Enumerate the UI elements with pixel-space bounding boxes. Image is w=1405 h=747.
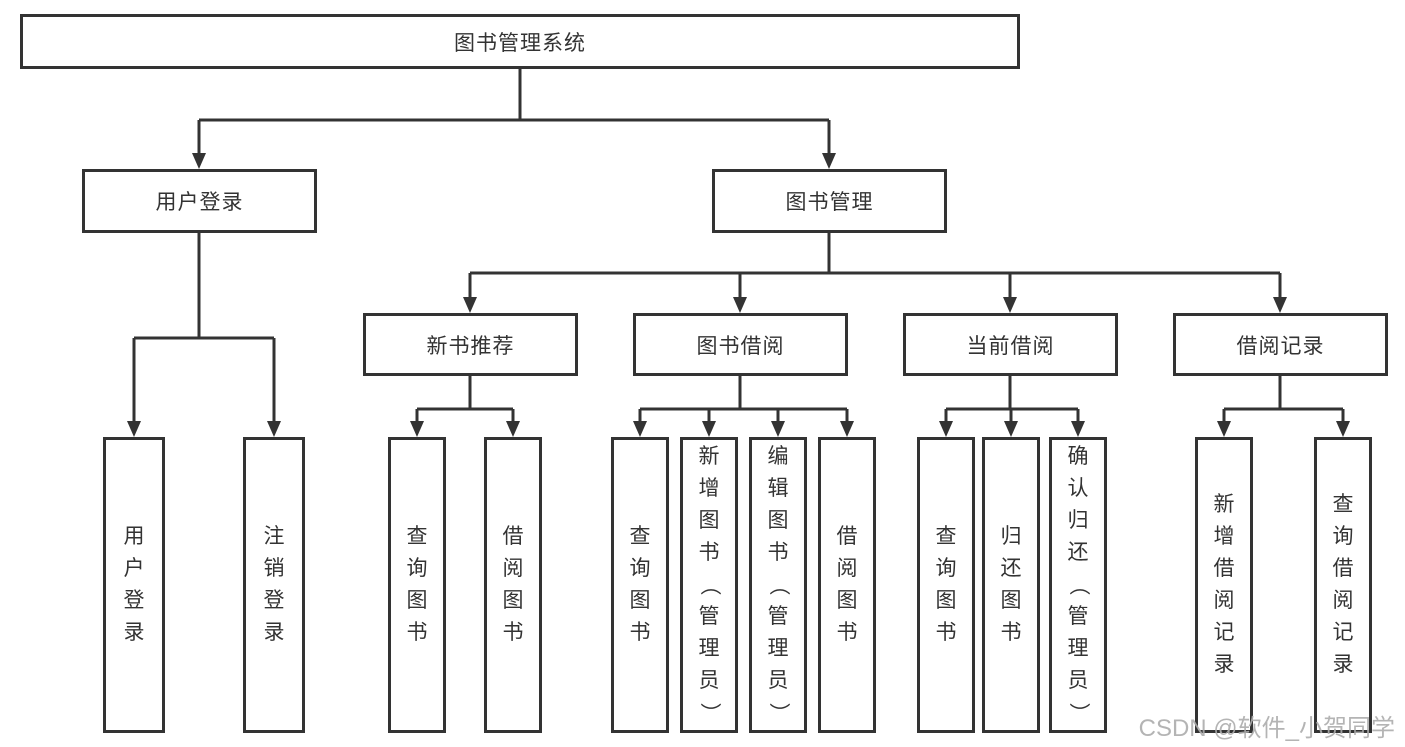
connector-book-borrow-to-leaves: [638, 376, 849, 423]
node-root: 图书管理系统: [20, 14, 1020, 69]
node-book-borrow: 图书借阅: [633, 313, 848, 376]
leaf-borrow-books: 借阅图书: [818, 437, 876, 733]
leaf-logout: 注销登录: [243, 437, 305, 733]
node-current-borrow: 当前借阅: [903, 313, 1118, 376]
connector-root-to-level2: [197, 69, 831, 155]
leaf-borrow-books-recommend: 借阅图书: [484, 437, 542, 733]
leaf-return-book: 归还图书: [982, 437, 1040, 733]
leaf-query-books-recommend: 查询图书: [388, 437, 446, 733]
leaf-query-books-current: 查询图书: [917, 437, 975, 733]
connector-current-borrow-to-leaves: [944, 376, 1080, 423]
connector-new-book-recommend-to-leaves: [415, 376, 515, 423]
leaf-query-borrow-record: 查询借阅记录: [1314, 437, 1372, 733]
leaf-user-login: 用户登录: [103, 437, 165, 733]
leaf-add-book-admin: 新增图书（管理员）: [680, 437, 738, 733]
node-new-book-recommend: 新书推荐: [363, 313, 578, 376]
node-user-login: 用户登录: [82, 169, 317, 233]
arrowheads: [127, 153, 1350, 437]
node-borrow-records: 借阅记录: [1173, 313, 1388, 376]
connector-borrow-records-to-leaves: [1222, 376, 1345, 423]
leaf-confirm-return-admin: 确认归还（管理员）: [1049, 437, 1107, 733]
connector-user-login-to-leaves: [132, 233, 276, 423]
leaf-query-books-borrow: 查询图书: [611, 437, 669, 733]
leaf-edit-book-admin: 编辑图书（管理员）: [749, 437, 807, 733]
leaf-add-borrow-record: 新增借阅记录: [1195, 437, 1253, 733]
csdn-watermark: CSDN @软件_小贺同学: [1138, 715, 1395, 742]
node-book-management: 图书管理: [712, 169, 947, 233]
connector-book-management-to-level3: [468, 233, 1282, 299]
